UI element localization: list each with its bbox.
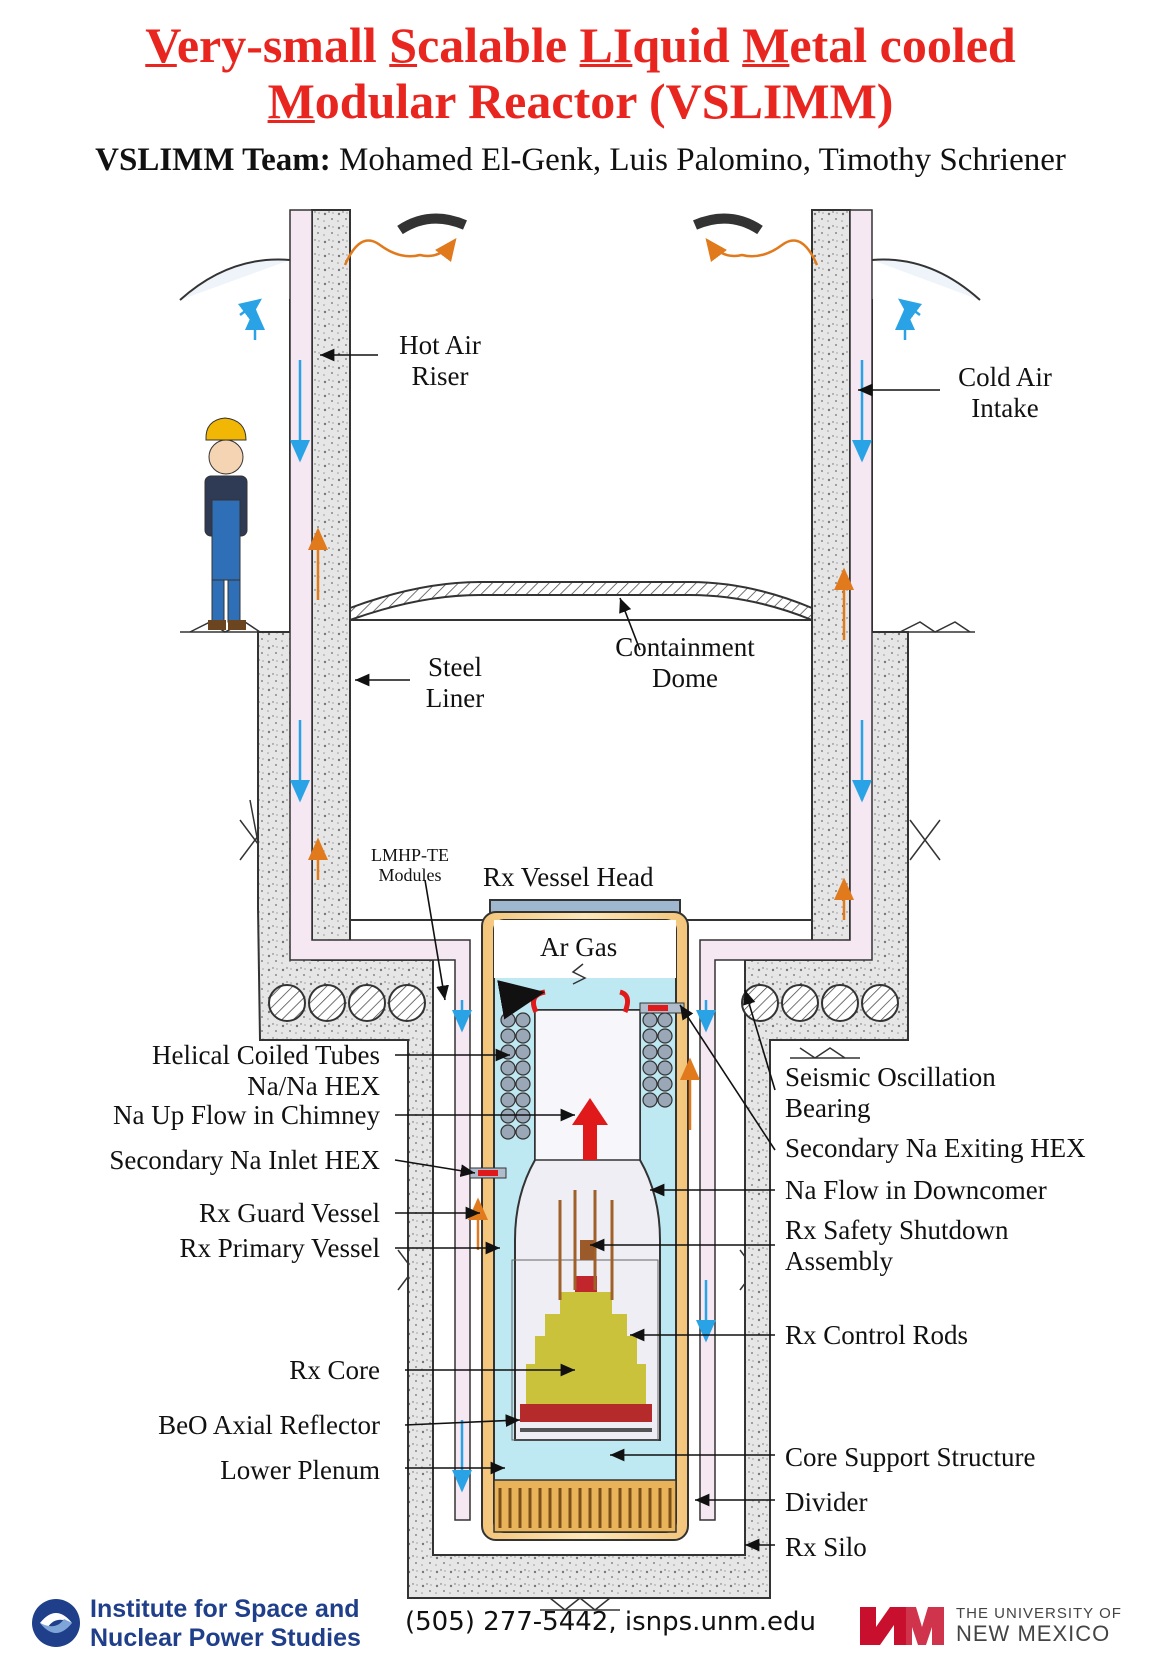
title-line-2: Modular Reactor (VSLIMM) bbox=[0, 74, 1161, 128]
label-guard-vessel: Rx Guard Vessel bbox=[199, 1198, 380, 1228]
label-text: Dome bbox=[652, 663, 718, 693]
label-text: Intake bbox=[971, 393, 1039, 423]
label-text: Liner bbox=[425, 683, 485, 713]
title-line-1: Very-small Scalable LIquid Metal cooled bbox=[0, 18, 1161, 72]
title-text: calable bbox=[417, 17, 580, 73]
team-label: VSLIMM Team: bbox=[95, 142, 331, 178]
label-seismic-bearing: Seismic Oscillation Bearing bbox=[785, 1062, 996, 1124]
title-initial-v: V bbox=[145, 17, 177, 73]
title-text: ery-small bbox=[176, 17, 390, 73]
label-text: Hot Air bbox=[399, 330, 481, 360]
label-text: Assembly bbox=[785, 1246, 893, 1276]
label-na-up-flow: Na Up Flow in Chimney bbox=[113, 1100, 380, 1130]
label-text: Containment bbox=[615, 632, 755, 662]
label-containment-dome: Containment Dome bbox=[595, 632, 775, 694]
team-names: Mohamed El-Genk, Luis Palomino, Timothy … bbox=[338, 142, 1066, 178]
label-safety-shutdown: Rx Safety Shutdown Assembly bbox=[785, 1215, 1009, 1277]
helical-coils bbox=[500, 1012, 673, 1140]
worker-figure bbox=[204, 417, 248, 630]
seismic-bearings bbox=[268, 984, 899, 1022]
label-text: Cold Air bbox=[958, 362, 1052, 392]
title-text: quid bbox=[632, 17, 743, 73]
label-vessel-head: Rx Vessel Head bbox=[483, 862, 654, 892]
containment-dome bbox=[349, 581, 813, 622]
label-text: Riser bbox=[411, 361, 469, 391]
air-flow-arrows bbox=[238, 238, 922, 1493]
title-initial-m: M bbox=[742, 17, 790, 73]
label-rx-silo: Rx Silo bbox=[785, 1532, 867, 1562]
label-text: Rx Safety Shutdown bbox=[785, 1215, 1009, 1245]
title-text: odular Reactor (VSLIMM) bbox=[314, 73, 894, 129]
label-secondary-exit: Secondary Na Exiting HEX bbox=[785, 1133, 1086, 1163]
label-text: Modules bbox=[378, 865, 442, 885]
leader-lines bbox=[320, 348, 940, 1552]
label-cold-air-intake: Cold Air Intake bbox=[945, 362, 1065, 424]
label-primary-vessel: Rx Primary Vessel bbox=[179, 1233, 381, 1263]
label-text: Helical Coiled Tubes bbox=[152, 1040, 380, 1070]
title-initial-s: S bbox=[389, 17, 418, 73]
title-text: etal cooled bbox=[789, 17, 1016, 73]
label-lower-plenum: Lower Plenum bbox=[220, 1455, 380, 1485]
label-core-support: Core Support Structure bbox=[785, 1442, 1036, 1472]
isnps-swirl-icon bbox=[32, 1599, 80, 1647]
label-steel-liner: Steel Liner bbox=[410, 652, 500, 714]
unm-line-2: NEW MEXICO bbox=[956, 1621, 1111, 1646]
unm-logo: THE UNIVERSITY OF NEW MEXICO bbox=[856, 1597, 1146, 1653]
sodium-flow-arrows bbox=[469, 980, 685, 1179]
label-text: LMHP-TE bbox=[371, 845, 449, 865]
label-control-rods: Rx Control Rods bbox=[785, 1320, 969, 1350]
unm-monogram-icon bbox=[860, 1607, 944, 1645]
title-initial-m2: M bbox=[267, 73, 315, 129]
label-ar-gas: Ar Gas bbox=[540, 932, 618, 962]
label-text: Bearing bbox=[785, 1093, 871, 1123]
label-beo-reflector: BeO Axial Reflector bbox=[158, 1410, 380, 1440]
isnps-logo: Institute for Space and Nuclear Power St… bbox=[30, 1593, 400, 1653]
contact-info: (505) 277-5442, isnps.unm.edu bbox=[405, 1607, 816, 1637]
label-helical-coiled: Helical Coiled Tubes Na/Na HEX bbox=[60, 1040, 380, 1102]
label-rx-core: Rx Core bbox=[289, 1355, 380, 1385]
title-initial-li: LI bbox=[579, 17, 633, 73]
isnps-line-1: Institute for Space and bbox=[90, 1595, 360, 1623]
unm-line-1: THE UNIVERSITY OF bbox=[956, 1605, 1122, 1622]
label-downcomer: Na Flow in Downcomer bbox=[785, 1175, 1047, 1205]
isnps-line-2: Nuclear Power Studies bbox=[90, 1624, 361, 1652]
label-text: Na/Na HEX bbox=[247, 1071, 380, 1101]
team-line: VSLIMM Team: Mohamed El-Genk, Luis Palom… bbox=[0, 142, 1161, 179]
label-text: Steel bbox=[428, 652, 482, 682]
label-hot-air-riser: Hot Air Riser bbox=[385, 330, 495, 392]
core-support bbox=[493, 1479, 677, 1533]
label-lmhp-te: LMHP-TE Modules bbox=[360, 845, 460, 885]
label-text: Seismic Oscillation bbox=[785, 1062, 996, 1092]
label-divider: Divider bbox=[785, 1487, 868, 1517]
label-secondary-inlet: Secondary Na Inlet HEX bbox=[109, 1145, 380, 1175]
